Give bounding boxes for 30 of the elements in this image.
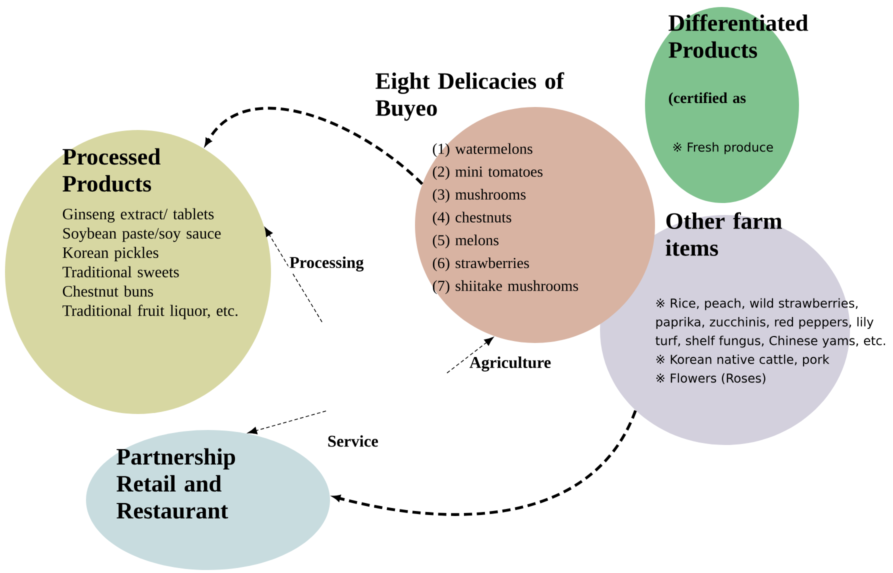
node-label: (2) mini tomatoes xyxy=(432,166,543,180)
node-label: (4) chestnuts xyxy=(432,212,512,226)
node-label: Korean pickles xyxy=(62,246,158,262)
node-label: (3) mushrooms xyxy=(432,188,526,203)
node-label: Traditional sweets xyxy=(62,266,179,278)
node-label: (6) strawberries xyxy=(432,257,529,272)
item-list: ※ Rice, peach, wild strawberries, paprika, zucchinis, red peppers, lily turf, shelf fungus, Chinese yams, etc. ※ Korean native cattle, pork ※ Flowers (Roses) xyxy=(656,298,886,384)
arrow xyxy=(248,410,326,434)
edge-label: Agriculture xyxy=(468,355,552,373)
heading: Other farm items xyxy=(666,212,782,256)
node-label: Traditional fruit liquor, etc. xyxy=(62,304,238,320)
subheading: (certified as xyxy=(668,92,746,106)
node-label: Chestnut buns xyxy=(62,286,154,297)
item-list: Ginseng extract/ tablets Soybean paste/soy sauce Korean pickles Traditional sweets Chestnut buns Traditional fruit liquor, etc. xyxy=(62,208,238,320)
heading: Eight Delicacies of Buyeo xyxy=(376,72,564,121)
edge-label: Processing xyxy=(288,255,365,273)
edge-label: Service xyxy=(326,434,380,448)
node-label: Ginseng extract/ tablets xyxy=(62,208,214,223)
arrow xyxy=(204,106,424,185)
heading: Processed Products xyxy=(62,148,160,192)
heading: Partnership Retail and Restaurant xyxy=(116,448,236,519)
arrow xyxy=(264,227,322,322)
note: ※ Fresh produce xyxy=(673,142,773,154)
node-label: (1) watermelons xyxy=(432,143,532,158)
node-label: (5) melons xyxy=(432,234,499,248)
item-list: (1) watermelons (2) mini tomatoes (3) mushrooms (4) chestnuts (5) melons (6) strawberries (7) shiitake mushrooms xyxy=(432,143,578,294)
arrow xyxy=(333,410,637,516)
arrow xyxy=(446,336,494,374)
node-label: Soybean paste/soy sauce xyxy=(63,228,221,242)
node-label: (7) shiitake mushrooms xyxy=(432,280,578,294)
